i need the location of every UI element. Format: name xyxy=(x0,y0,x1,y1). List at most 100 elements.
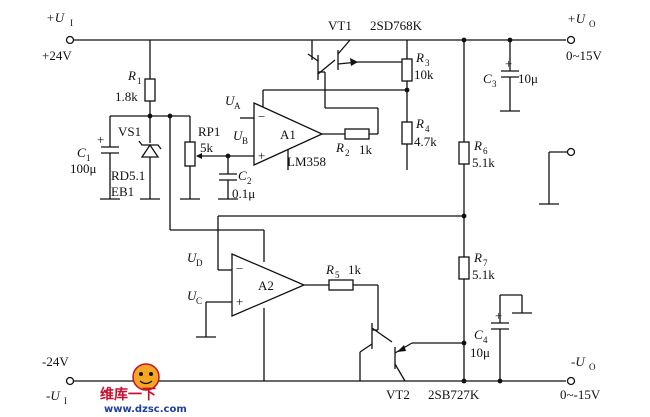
label-uc-sub: C xyxy=(196,296,202,306)
label-uo-pos-sub: O xyxy=(589,19,596,29)
a1-plus: + xyxy=(258,148,265,163)
label-uo-pos: +U xyxy=(567,11,587,26)
label-uo-neg: -U xyxy=(571,354,586,369)
label-r5: R xyxy=(325,262,334,277)
resistor-r6 xyxy=(458,141,470,165)
vt2-q1-collector xyxy=(359,343,373,353)
label-vs1-part2: EB1 xyxy=(111,184,134,199)
mascot-eye-icon xyxy=(149,372,153,376)
label-r6-sub: 6 xyxy=(483,146,488,156)
label-ud-sub: D xyxy=(196,258,203,268)
label-uo-neg-sub: O xyxy=(589,362,596,372)
resistor-r4 xyxy=(401,121,413,145)
label-c1-sub: 1 xyxy=(86,153,91,163)
label-c4: C xyxy=(474,327,483,342)
label-r2: R xyxy=(335,140,344,155)
label-vs1: VS1 xyxy=(118,124,141,139)
junction xyxy=(404,87,410,93)
label-ui-pos-sub: I xyxy=(70,18,73,28)
label-c3-val: 10μ xyxy=(518,71,538,86)
a1-label: A1 xyxy=(280,127,296,142)
label-r5-sub: 5 xyxy=(335,270,340,280)
label-r7-val: 5.1k xyxy=(472,267,495,282)
input-terminal-negative xyxy=(65,376,75,386)
mascot-eye-icon xyxy=(139,372,143,376)
label-vs1-part1: RD5.1 xyxy=(111,168,145,183)
resistor-r3 xyxy=(401,58,413,82)
c1-polarity: + xyxy=(97,132,104,147)
junction xyxy=(461,340,467,346)
resistor-r7 xyxy=(458,256,470,280)
vt2-q1-emitter xyxy=(371,327,393,343)
zener-vs1-bar xyxy=(138,140,162,150)
input-terminal-positive xyxy=(65,35,75,45)
label-ui-neg-sub: I xyxy=(64,396,67,406)
junction xyxy=(507,37,513,43)
watermark-brand: 维库一下 xyxy=(100,386,156,403)
label-rp1-val: 5k xyxy=(200,140,214,155)
label-c3-sub: 3 xyxy=(492,79,497,89)
label-a1-part: LM358 xyxy=(287,154,326,169)
label-c4-sub: 4 xyxy=(483,335,488,345)
label-c2-val: 0.1μ xyxy=(232,186,255,201)
zener-vs1 xyxy=(140,143,160,158)
label-24v-neg: -24V xyxy=(42,354,69,369)
rp1-wiper-arrow xyxy=(196,153,202,159)
label-r4: R xyxy=(415,116,424,131)
label-r3-sub: 3 xyxy=(425,58,430,68)
label-ua: U xyxy=(225,93,236,108)
label-c1-val: 100μ xyxy=(70,161,97,176)
label-r1-val: 1.8k xyxy=(115,89,138,104)
label-r1-sub: 1 xyxy=(137,76,142,86)
output-terminal-positive xyxy=(566,35,576,45)
label-r2-val: 1k xyxy=(359,142,373,157)
label-r7-sub: 7 xyxy=(483,258,488,268)
vt2-arrow xyxy=(397,345,406,352)
vt1-q2-collector xyxy=(337,39,351,55)
label-ua-sub: A xyxy=(234,101,241,111)
resistor-r5 xyxy=(328,279,354,291)
c4-polarity: + xyxy=(495,308,502,323)
resistor-r1 xyxy=(144,78,156,102)
label-ui-pos: +U xyxy=(46,10,66,25)
label-vt1-part: 2SD768K xyxy=(370,18,423,33)
a2-plus: + xyxy=(236,294,243,309)
label-r3-val: 10k xyxy=(414,67,434,82)
label-r4-sub: 4 xyxy=(425,124,430,134)
label-ub: U xyxy=(233,128,244,143)
label-r4-val: 4.7k xyxy=(414,134,437,149)
output-terminal-negative xyxy=(566,376,576,386)
label-ub-sub: B xyxy=(242,136,248,146)
label-c2: C xyxy=(238,168,247,183)
label-ui-neg: -U xyxy=(46,388,61,403)
a2-minus: − xyxy=(236,261,243,276)
mascot-icon xyxy=(132,363,160,391)
label-vt1: VT1 xyxy=(328,18,352,33)
label-uo-pos-range: 0~15V xyxy=(566,48,603,63)
label-ud: U xyxy=(187,250,198,265)
label-uo-neg-range: 0~-15V xyxy=(560,387,601,402)
label-c4-val: 10μ xyxy=(470,345,490,360)
label-r6: R xyxy=(473,138,482,153)
watermark-url: www.dzsc.com xyxy=(104,404,187,415)
label-rp1: RP1 xyxy=(198,124,220,139)
junction xyxy=(167,113,173,119)
resistor-r2 xyxy=(344,128,370,140)
vt1-arrow xyxy=(350,58,358,66)
c3-polarity: + xyxy=(505,56,512,71)
vt1-q1-collector xyxy=(307,53,319,62)
label-r6-val: 5.1k xyxy=(472,155,495,170)
potentiometer-rp1 xyxy=(184,141,196,167)
mascot-smile-icon xyxy=(139,380,153,385)
label-uc: U xyxy=(187,288,198,303)
label-r5-val: 1k xyxy=(348,262,362,277)
label-vt2-part: 2SB727K xyxy=(428,387,480,402)
label-c3: C xyxy=(483,71,492,86)
junction xyxy=(461,37,467,43)
a1-minus: − xyxy=(258,109,265,124)
junction xyxy=(461,378,467,384)
label-24v-pos: +24V xyxy=(42,48,72,63)
junction xyxy=(225,153,231,159)
label-c2-sub: 2 xyxy=(247,176,252,186)
label-r3: R xyxy=(415,50,424,65)
